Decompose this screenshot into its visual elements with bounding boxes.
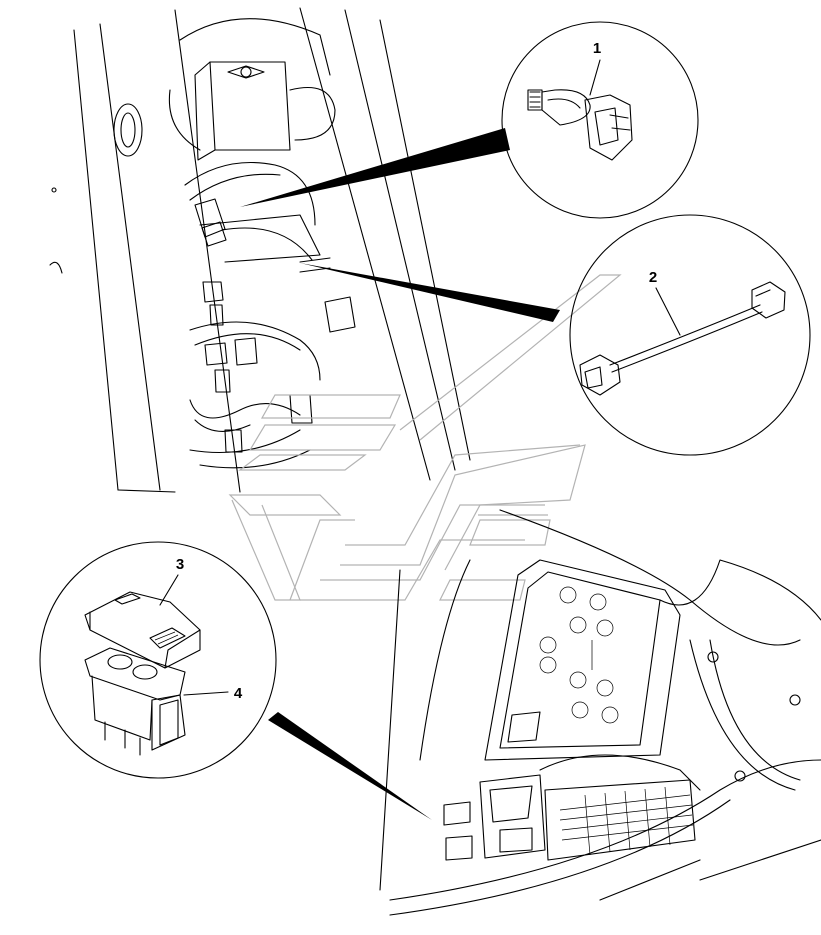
pressure-switch-icon <box>527 89 633 161</box>
callout-3: 3 <box>159 556 184 606</box>
callout-2-label: 2 <box>649 269 657 286</box>
leader-3 <box>268 712 432 820</box>
callout-1-label: 1 <box>593 40 601 57</box>
callout-3-label: 3 <box>176 556 184 573</box>
detail-circle-1: 1 <box>501 21 699 219</box>
callout-4-label: 4 <box>234 685 243 702</box>
boom-frame <box>49 7 471 493</box>
leader-2 <box>300 263 560 322</box>
detail-circle-2: 2 <box>569 214 811 456</box>
leader-1 <box>240 128 510 207</box>
wiring-harness-icon <box>579 281 786 396</box>
cab-panel <box>379 509 821 916</box>
rocker-switch-icon <box>84 591 201 756</box>
leader-lines <box>240 128 560 820</box>
callout-1: 1 <box>589 40 601 96</box>
panel-symbols <box>507 586 619 743</box>
detail-circle-3: 3 4 <box>39 541 277 779</box>
callout-2: 2 <box>649 269 681 336</box>
watermark-logo <box>228 274 622 601</box>
callout-4: 4 <box>183 685 243 702</box>
